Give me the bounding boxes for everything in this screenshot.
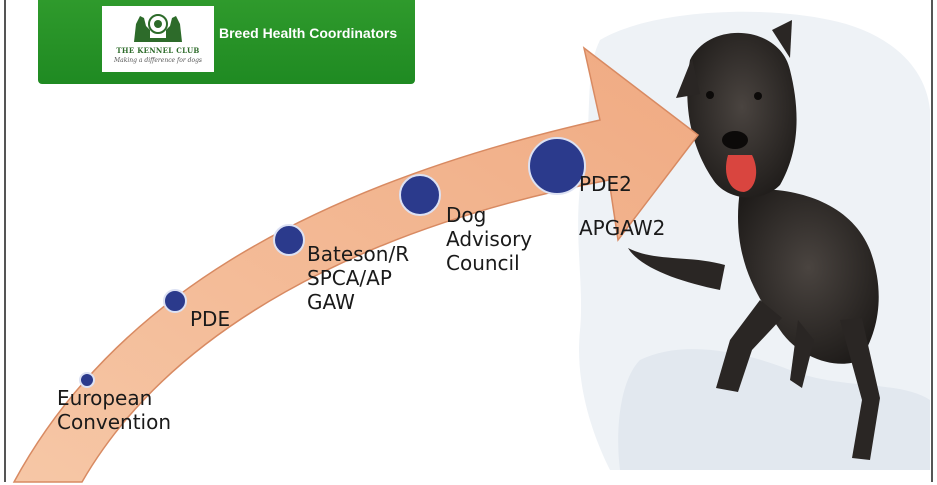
milestone-pde xyxy=(164,290,186,312)
milestone-bateson xyxy=(274,225,304,255)
milestone-dog-advisory-council xyxy=(400,175,440,215)
milestone-european-convention xyxy=(80,373,94,387)
dog-photo xyxy=(578,12,930,470)
stage-label-pde2: PDE2 APGAW2 xyxy=(579,173,665,239)
stage-label-bateson: Bateson/R SPCA/AP GAW xyxy=(307,242,409,314)
milestone-pde2 xyxy=(529,138,585,194)
stage-label-european-convention: European Convention xyxy=(57,386,171,434)
stage-label-pde: PDE xyxy=(190,307,230,331)
stage-label-dog-advisory-council: Dog Advisory Council xyxy=(446,203,532,275)
